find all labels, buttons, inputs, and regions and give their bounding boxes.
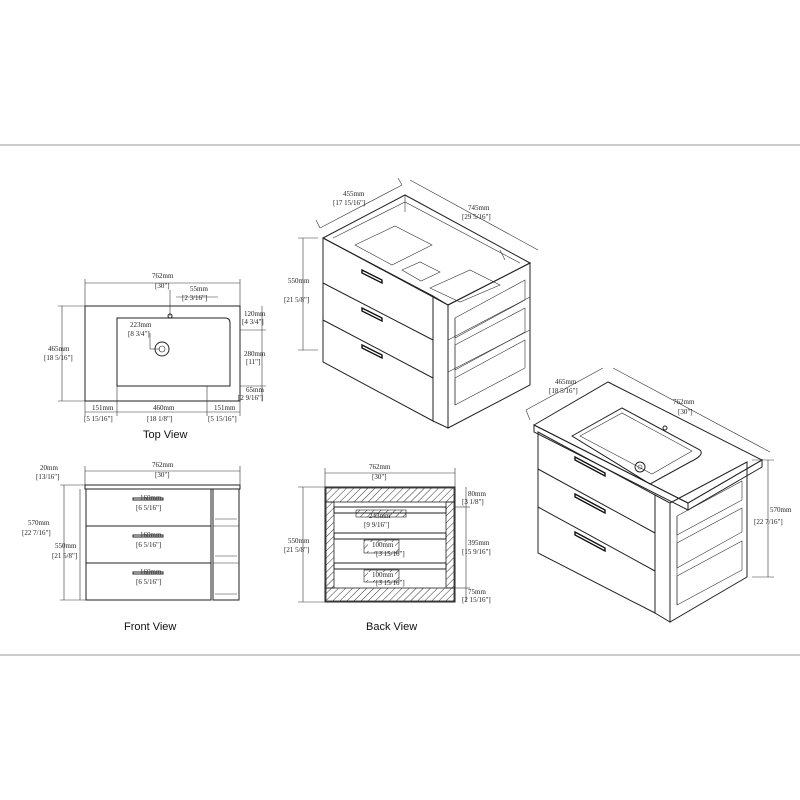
back-t-mm: 80mm (468, 490, 486, 498)
back-w2-in: [3 15/16"] (376, 550, 405, 558)
back-b-in: [2 15/16"] (462, 596, 491, 604)
top-b1-mm: 151mm (92, 404, 114, 412)
front-top-mm: 20mm (40, 464, 58, 472)
front-h2-in: [6 5/16"] (136, 541, 161, 549)
top-b3-in: [5 15/16"] (208, 415, 237, 423)
top-depth-in: [18 5/16"] (44, 354, 73, 362)
front-width-mm: 762mm (152, 461, 174, 469)
top-r2-mm: 280mm (244, 350, 266, 358)
iso2-width-in: [30"] (678, 408, 693, 416)
top-b2-mm: 460mm (153, 404, 175, 412)
front-total-in: [22 7/16"] (22, 529, 51, 537)
top-faucet-mm: 55mm (190, 285, 208, 293)
iso2-depth-in: [18 5/16"] (549, 387, 578, 395)
back-height-in: [21 5/8"] (284, 546, 309, 554)
back-width-in: [30"] (372, 473, 387, 481)
front-view-title: Front View (124, 621, 176, 633)
back-t-in: [3 1/8"] (462, 498, 484, 506)
back-width-mm: 762mm (369, 463, 391, 471)
iso2-height-mm: 570mm (770, 506, 792, 514)
front-width-in: [30"] (155, 471, 170, 479)
front-h1-in: [6 5/16"] (136, 504, 161, 512)
iso-height-in: [21 5/8"] (284, 296, 309, 304)
front-total-mm: 570mm (28, 519, 50, 527)
top-drain-in: [8 3/4"] (128, 330, 150, 338)
top-view-title: Top View (143, 429, 187, 441)
back-m-mm: 395mm (468, 539, 490, 547)
top-b1-in: [5 15/16"] (84, 415, 113, 423)
back-w3-mm: 100mm (372, 571, 394, 579)
front-cab-mm: 550mm (55, 542, 77, 550)
front-h2-mm: 160mm (140, 531, 162, 539)
iso-height-mm: 550mm (288, 277, 310, 285)
iso-width-mm: 745mm (468, 204, 490, 212)
front-h3-in: [6 5/16"] (136, 578, 161, 586)
back-b-mm: 75mm (468, 588, 486, 596)
back-w1-in: [9 9/16"] (364, 521, 389, 529)
front-view: 160mm [6 5/16"] 160mm [6 5/16"] 160mm [6… (22, 461, 241, 633)
iso-depth-mm: 455mm (343, 190, 365, 198)
iso2-depth-mm: 465mm (555, 378, 577, 386)
front-h1-mm: 160mm (140, 494, 162, 502)
iso-view-open: 455mm [17 15/16"] 745mm [29 5/16"] 550mm… (284, 177, 539, 429)
back-w1-mm: 243mm (369, 512, 391, 520)
iso2-height-in: [22 7/16"] (754, 518, 783, 526)
iso-depth-in: [17 15/16"] (333, 199, 365, 207)
top-r1-mm: 120mm (244, 310, 266, 318)
top-view: 762mm [30"] 55mm [2 3/16"] 223mm [8 3/4"… (44, 272, 266, 441)
back-height-mm: 550mm (288, 537, 310, 545)
top-r2-in: [11"] (246, 358, 260, 366)
back-w3-in: [3 15/16"] (376, 579, 405, 587)
iso-width-in: [29 5/16"] (462, 213, 491, 221)
top-faucet-in: [2 3/16"] (182, 294, 207, 302)
back-w2-mm: 100mm (372, 541, 394, 549)
front-h3-mm: 160mm (140, 568, 162, 576)
top-drain-mm: 223mm (130, 321, 152, 329)
top-r3-mm: 65mm (246, 386, 264, 394)
top-r3-in: [2 9/16"] (238, 394, 263, 402)
front-cab-in: [21 5/8"] (52, 552, 77, 560)
back-view: 762mm [30"] 550mm [21 5/8"] 80mm [3 1/8"… (284, 463, 491, 633)
iso2-width-mm: 762mm (673, 398, 695, 406)
iso-view-closed: 465mm [18 5/16"] 762mm [30"] 570mm [22 7… (525, 367, 792, 623)
top-depth-mm: 465mm (48, 345, 70, 353)
top-r1-in: [4 3/4"] (242, 318, 264, 326)
back-view-title: Back View (366, 621, 417, 633)
top-b2-in: [18 1/8"] (147, 415, 172, 423)
back-m-in: [15 9/16"] (462, 548, 491, 556)
top-width-mm: 762mm (152, 272, 174, 280)
top-b3-mm: 151mm (214, 404, 236, 412)
top-width-in: [30"] (155, 282, 170, 290)
front-top-in: [13/16"] (36, 473, 59, 481)
